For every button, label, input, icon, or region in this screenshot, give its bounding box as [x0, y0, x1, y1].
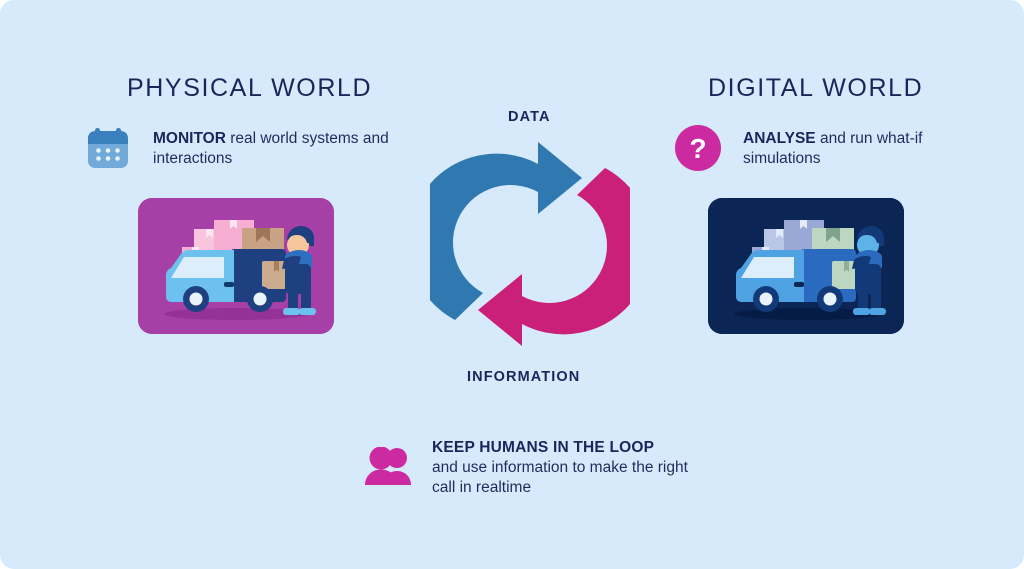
humans-copy-lead: KEEP HUMANS IN THE LOOP	[432, 439, 655, 456]
information-arrow-pink	[478, 168, 652, 346]
question-mark-icon: ?	[675, 125, 721, 171]
monitor-copy: MONITOR real world systems and interacti…	[153, 129, 403, 169]
monitor-copy-rest: real world systems and interactions	[153, 130, 389, 167]
data-arrow-blue	[408, 142, 582, 320]
cycle-label-data: DATA	[508, 109, 551, 125]
humans-copy-rest: and use information to make the right ca…	[432, 459, 688, 496]
cycle-arrows	[408, 128, 652, 360]
cycle-label-information: INFORMATION	[467, 369, 581, 385]
calendar-icon	[86, 128, 130, 170]
humans-in-the-loop-copy: KEEP HUMANS IN THE LOOP and use informati…	[432, 438, 702, 498]
analyse-copy-lead: ANALYSE	[743, 130, 816, 147]
analyse-copy: ANALYSE and run what-if simulations	[743, 129, 973, 169]
physical-world-title: PHYSICAL WORLD	[127, 74, 373, 102]
digital-world-illustration	[708, 198, 904, 334]
people-icon	[364, 446, 412, 485]
physical-world-illustration	[138, 198, 334, 334]
svg-text:?: ?	[689, 133, 706, 164]
analyse-copy-rest: and run what-if simulations	[743, 130, 923, 167]
monitor-copy-lead: MONITOR	[153, 130, 226, 147]
digital-world-title: DIGITAL WORLD	[708, 74, 924, 102]
